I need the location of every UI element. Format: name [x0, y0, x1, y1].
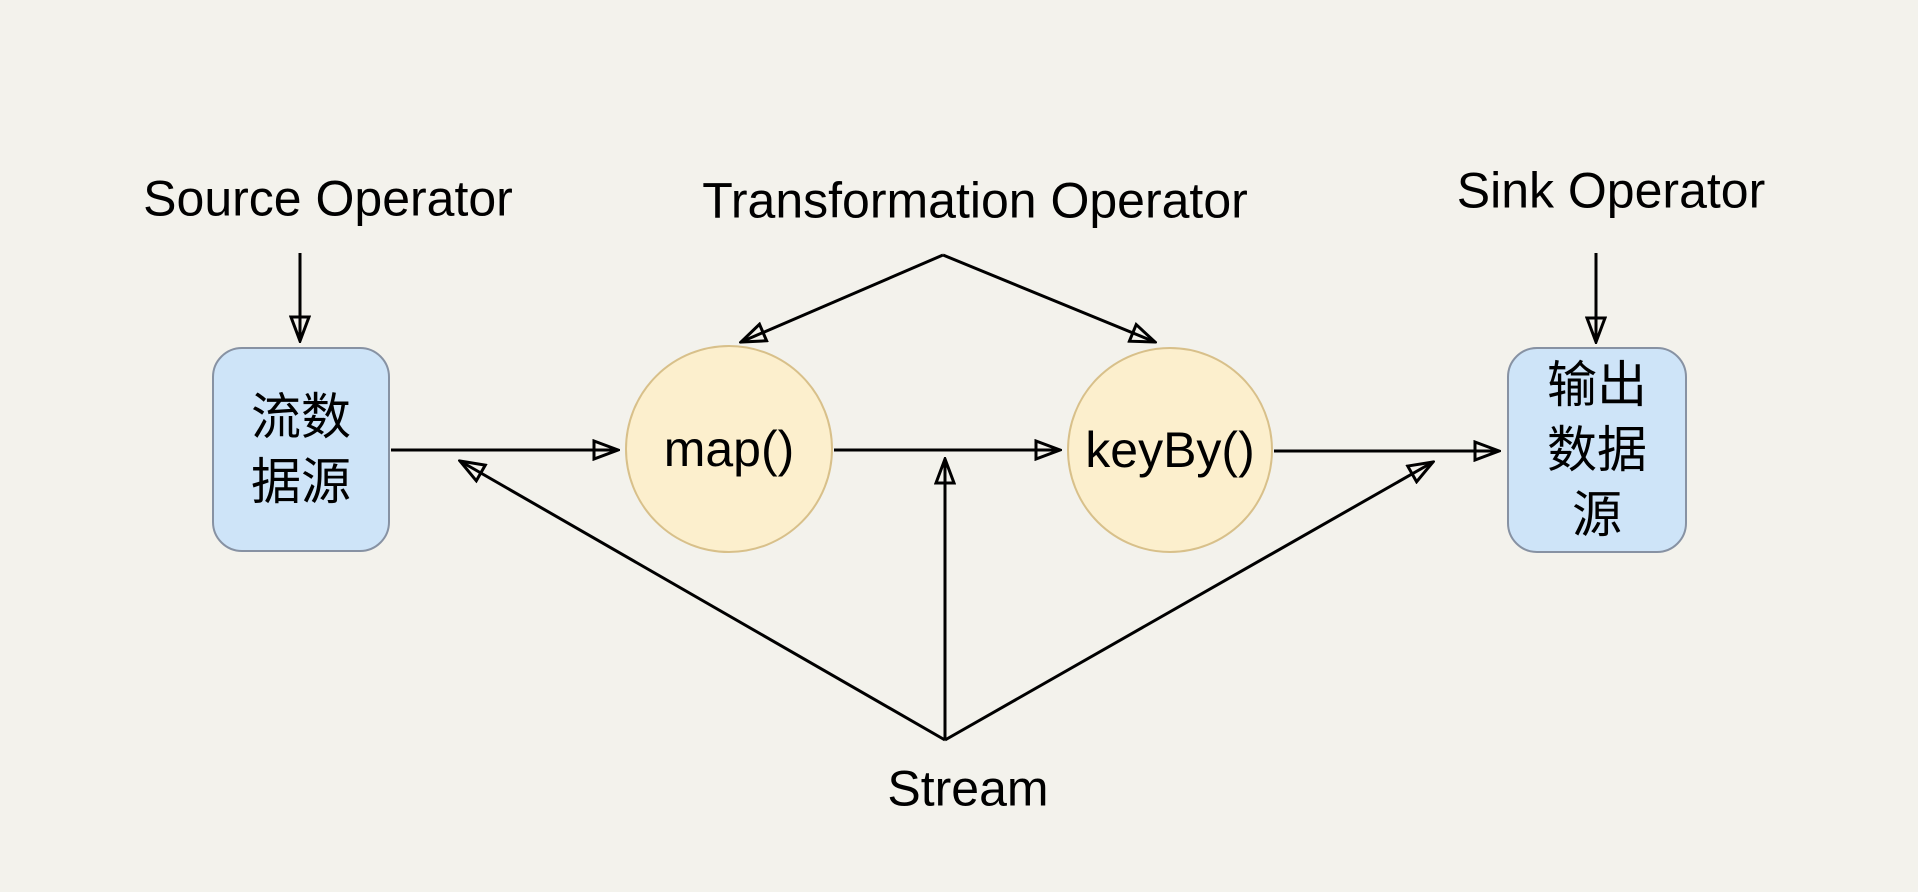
- label-transformation-operator: Transformation Operator: [702, 172, 1248, 229]
- node-keyby-operator-label: keyBy(): [1085, 421, 1255, 478]
- label-source-operator: Source Operator: [143, 170, 513, 227]
- edge-stream-to-keyby-sink-link: [944, 462, 1433, 742]
- node-map-operator-label: map(): [663, 420, 795, 477]
- node-output-data-source-label: 输出 数据 源: [1547, 356, 1647, 543]
- node-output-data-source: 输出 数据 源: [1507, 347, 1687, 553]
- edge-stream-to-source-map-link: [460, 461, 946, 742]
- node-stream-data-source: 流数 据源: [212, 347, 390, 552]
- node-stream-data-source-label: 流数 据源: [251, 388, 351, 510]
- node-keyby-operator: keyBy(): [1067, 347, 1273, 553]
- node-map-operator: map(): [625, 345, 833, 553]
- label-stream: Stream: [887, 760, 1049, 817]
- edge-transformation-label-to-map: [741, 253, 944, 342]
- edge-transformation-label-to-keyby: [942, 253, 1155, 342]
- label-sink-operator: Sink Operator: [1456, 162, 1766, 219]
